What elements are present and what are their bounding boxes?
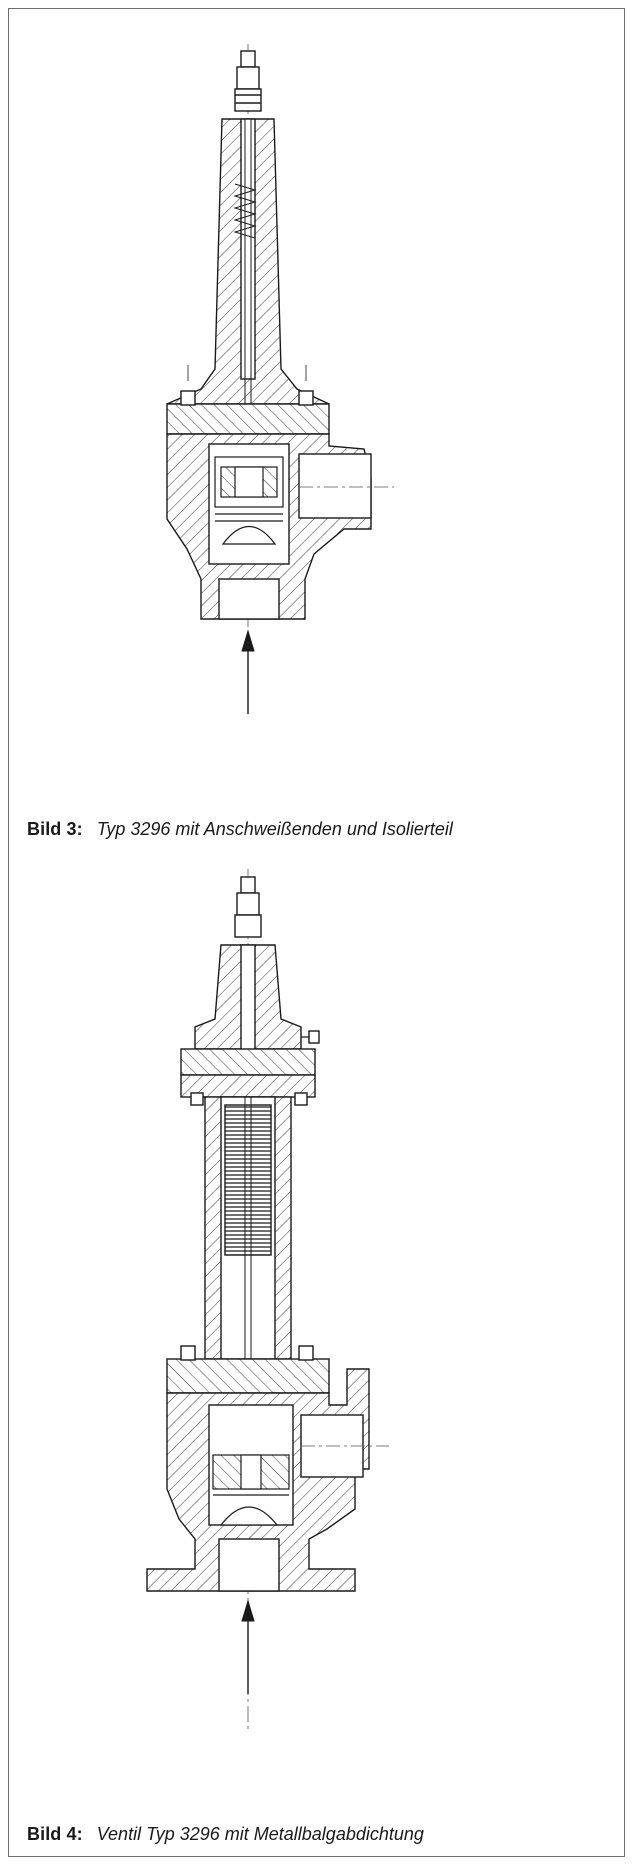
figure-caption: Bild 3: Typ 3296 mit Anschweißenden und I… bbox=[27, 817, 453, 841]
figure-3: Bild 3: Typ 3296 mit Anschweißenden und I… bbox=[9, 9, 624, 849]
valve-trim bbox=[212, 1454, 290, 1526]
figure-label: Bild 4: bbox=[27, 1824, 83, 1844]
figure-caption-text: Typ 3296 mit Anschweißenden und Isoliert… bbox=[96, 819, 453, 839]
valve-drawing-bellows-seal bbox=[146, 869, 389, 1729]
metal-bellows bbox=[224, 1104, 272, 1256]
valve-trim bbox=[214, 456, 284, 545]
figure-caption: Bild 4: Ventil Typ 3296 mit Metallbalgabd… bbox=[27, 1822, 424, 1846]
page-frame: Bild 3: Typ 3296 mit Anschweißenden und I… bbox=[8, 8, 625, 1857]
packing-housing bbox=[194, 944, 320, 1056]
valve-drawing-insulating-section bbox=[166, 44, 394, 714]
flow-direction-arrow bbox=[241, 1599, 255, 1694]
figure-label: Bild 3: bbox=[27, 819, 83, 839]
stem-connector bbox=[234, 876, 262, 938]
insulating-section bbox=[166, 118, 330, 414]
stem-connector bbox=[234, 50, 262, 112]
bonnet-flange bbox=[166, 365, 330, 435]
flow-direction-arrow bbox=[241, 629, 255, 714]
figure-caption-text: Ventil Typ 3296 mit Metallbalgabdichtung bbox=[96, 1824, 424, 1844]
intermediate-flange bbox=[180, 1048, 316, 1106]
bonnet-flange bbox=[166, 1345, 330, 1394]
figure-4: Bild 4: Ventil Typ 3296 mit Metallbalgabd… bbox=[9, 849, 624, 1858]
